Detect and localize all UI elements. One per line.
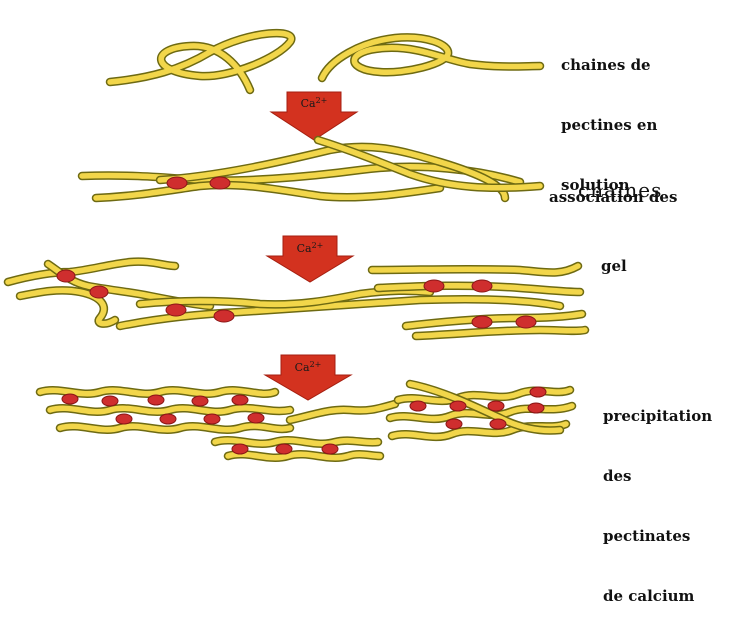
calcium-ion <box>248 413 264 423</box>
label-precipitation-line: pectinates <box>603 526 712 546</box>
calcium-ion <box>160 414 176 424</box>
pectin-chain <box>40 390 275 393</box>
calcium-ion <box>90 286 108 298</box>
label-precipitation-line: de calcium <box>603 586 712 606</box>
calcium-ion <box>528 403 544 413</box>
calcium-arrow: Ca2+ <box>267 236 353 282</box>
arrow-charge: 2+ <box>310 360 322 369</box>
arrow-ion: Ca <box>301 97 316 110</box>
label-gel: gel <box>601 256 627 276</box>
label-precipitation-line: des <box>603 466 712 486</box>
calcium-ion <box>232 395 248 405</box>
calcium-arrow: Ca2+ <box>271 92 357 140</box>
calcium-ion <box>424 280 444 292</box>
pectin-chain <box>372 266 578 273</box>
calcium-ion <box>57 270 75 282</box>
arrow-charge: 2+ <box>316 96 328 105</box>
calcium-ion <box>446 419 462 429</box>
calcium-ion <box>204 414 220 424</box>
pectin-chain <box>96 185 440 198</box>
arrow-ion: Ca <box>295 361 310 374</box>
calcium-ion <box>166 304 186 316</box>
calcium-ion <box>276 444 292 454</box>
calcium-ion <box>210 177 230 189</box>
label-precipitation-line: precipitation <box>603 406 712 426</box>
calcium-ion <box>62 394 78 404</box>
pectin-chain <box>322 37 540 78</box>
label-solution-line: chaines de <box>561 55 657 75</box>
calcium-ion <box>148 395 164 405</box>
pectin-chain <box>110 33 291 90</box>
stage-association <box>82 140 540 198</box>
pectin-chain <box>406 314 582 326</box>
label-precipitation: precipitation des pectinates de calcium <box>603 366 712 626</box>
pectin-chain <box>8 262 175 282</box>
pectin-chain <box>416 330 585 336</box>
calcium-ion <box>472 280 492 292</box>
arrow-charge: 2+ <box>312 241 324 250</box>
pectin-chain <box>50 408 290 412</box>
calcium-ion <box>102 396 118 406</box>
calcium-ion <box>490 419 506 429</box>
pectin-chain <box>228 454 380 458</box>
label-solution-line: pectines en <box>561 115 657 135</box>
label-association-chaines: chaines <box>578 180 662 200</box>
calcium-ion <box>488 401 504 411</box>
calcium-ion <box>232 444 248 454</box>
calcium-ion <box>472 316 492 328</box>
calcium-ion <box>450 401 466 411</box>
pectin-chain <box>215 440 378 443</box>
stage-solution-chains <box>110 33 540 90</box>
calcium-ion <box>167 177 187 189</box>
pectin-chain <box>60 426 290 430</box>
calcium-ion <box>214 310 234 322</box>
calcium-ion <box>322 444 338 454</box>
calcium-ion <box>530 387 546 397</box>
calcium-ion <box>192 396 208 406</box>
calcium-ion <box>516 316 536 328</box>
calcium-ion <box>116 414 132 424</box>
pectin-chain <box>290 404 395 420</box>
arrow-ion: Ca <box>297 242 312 255</box>
calcium-ion <box>410 401 426 411</box>
